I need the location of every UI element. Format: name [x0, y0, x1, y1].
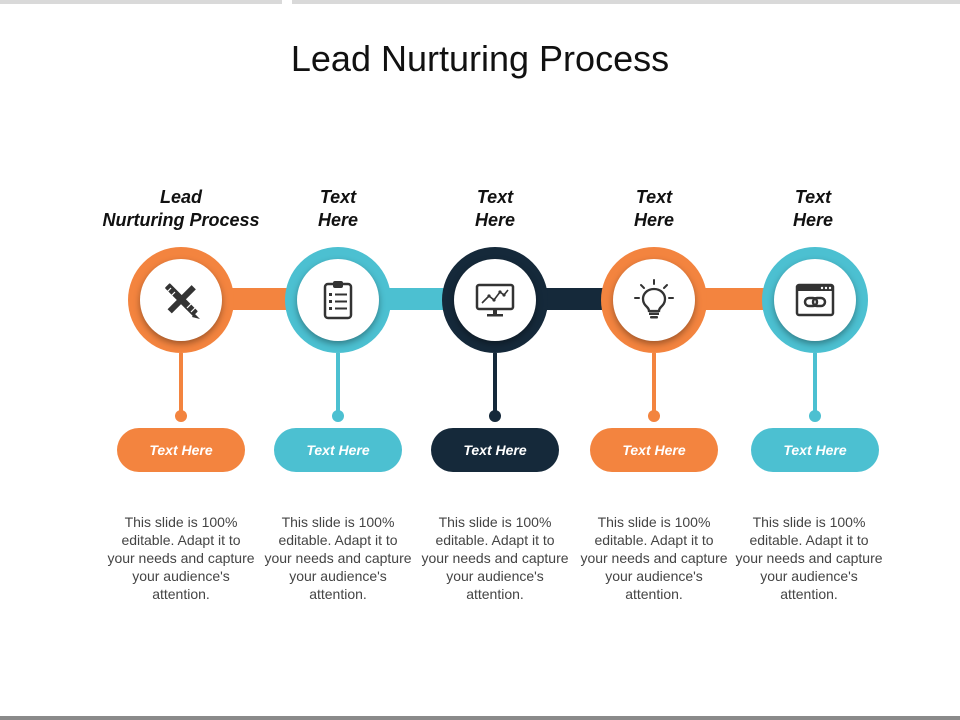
pencil-ruler-icon — [165, 283, 200, 319]
step-2-description: This slide is 100% editable. Adapt it to… — [264, 514, 412, 602]
step-5-description: This slide is 100% editable. Adapt it to… — [735, 514, 883, 602]
step-5-icon-badge — [774, 259, 856, 341]
step-3-description: This slide is 100% editable. Adapt it to… — [421, 514, 569, 602]
step-5-pill: Text Here — [751, 428, 879, 472]
step-3-icon-badge — [454, 259, 536, 341]
step-5-heading: Text Here — [792, 187, 834, 230]
step-5-pill-label: Text Here — [783, 442, 847, 458]
step-2-icon-badge — [297, 259, 379, 341]
step-3-heading: Text Here — [474, 187, 516, 230]
top-rule-right — [292, 0, 960, 4]
step-3-pill: Text Here — [431, 428, 559, 472]
step-2-stem-dot — [332, 410, 344, 422]
step-2-heading: Text Here — [317, 187, 359, 230]
step-4-heading: Text Here — [633, 187, 675, 230]
step-1-description: This slide is 100% editable. Adapt it to… — [107, 514, 255, 602]
browser-link-icon — [795, 283, 835, 317]
step-3-ring — [442, 247, 548, 353]
step-4-icon-badge — [613, 259, 695, 341]
bottom-rule — [0, 716, 960, 720]
step-1-stem — [179, 353, 183, 413]
clipboard-checklist-icon — [323, 281, 353, 320]
step-4-description: This slide is 100% editable. Adapt it to… — [580, 514, 728, 602]
step-2-pill-label: Text Here — [306, 442, 370, 458]
step-5-stem — [813, 353, 817, 413]
step-4-ring — [601, 247, 707, 353]
lightbulb-icon — [634, 279, 674, 319]
step-1-ring — [128, 247, 234, 353]
step-3-pill-label: Text Here — [463, 442, 527, 458]
step-3-stem — [493, 353, 497, 413]
step-1-pill-label: Text Here — [149, 442, 213, 458]
step-3-stem-dot — [489, 410, 501, 422]
step-1-heading: Lead Nurturing Process — [102, 187, 260, 230]
step-2-pill: Text Here — [274, 428, 402, 472]
slide-title: Lead Nurturing Process — [290, 38, 670, 80]
step-4-pill-label: Text Here — [622, 442, 686, 458]
step-1-stem-dot — [175, 410, 187, 422]
step-1-icon-badge — [140, 259, 222, 341]
top-rule-left — [0, 0, 282, 4]
step-4-stem — [652, 353, 656, 413]
step-4-stem-dot — [648, 410, 660, 422]
step-5-stem-dot — [809, 410, 821, 422]
step-1-pill: Text Here — [117, 428, 245, 472]
monitor-chart-icon — [475, 283, 515, 317]
step-4-pill: Text Here — [590, 428, 718, 472]
step-5-ring — [762, 247, 868, 353]
step-2-ring — [285, 247, 391, 353]
step-2-stem — [336, 353, 340, 413]
